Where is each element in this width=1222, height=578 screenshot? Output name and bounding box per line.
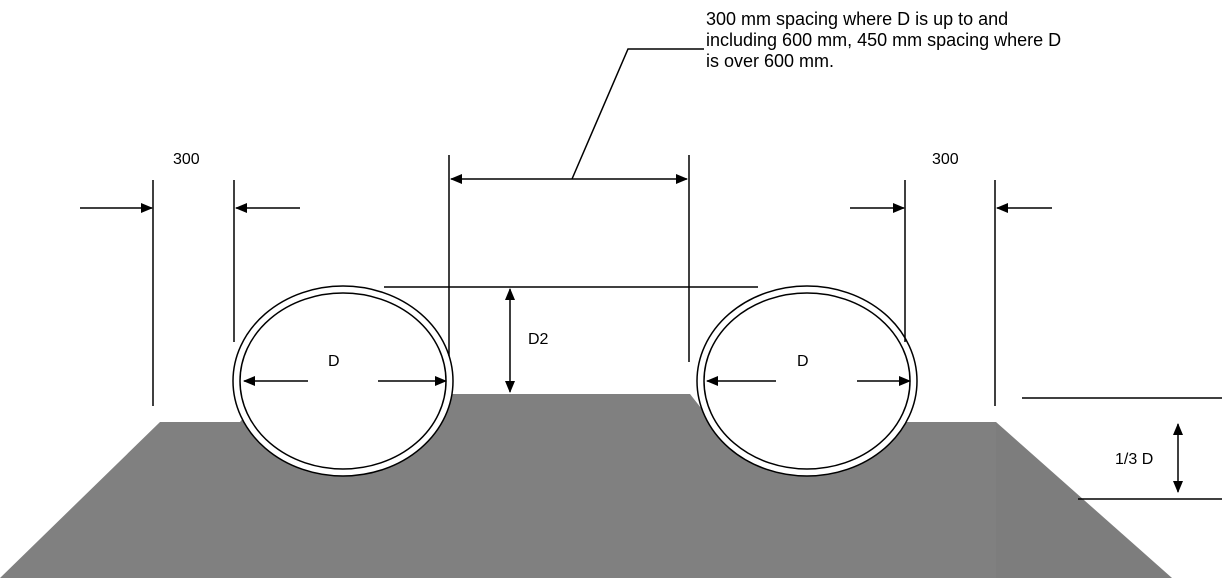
clearance-label-left: 300 — [173, 151, 200, 168]
diameter-label-right: D — [797, 353, 809, 370]
pipe-right — [696, 285, 918, 477]
note-leader-line — [571, 48, 704, 180]
spacing-note-line: is over 600 mm. — [706, 51, 835, 71]
spacing-note: 300 mm spacing where D is up to and incl… — [706, 9, 1206, 72]
pipe-left — [232, 285, 454, 477]
clearance-label-right: 300 — [932, 151, 959, 168]
spacing-note-line: including 600 mm, 450 mm spacing where D — [706, 30, 1062, 50]
embedment-label: 1/3 D — [1115, 451, 1153, 468]
depth-label-d2: D2 — [528, 331, 549, 348]
ground-slope-right — [996, 422, 1172, 578]
diameter-label-left: D — [328, 353, 340, 370]
spacing-note-line: 300 mm spacing where D is up to and — [706, 9, 1009, 29]
